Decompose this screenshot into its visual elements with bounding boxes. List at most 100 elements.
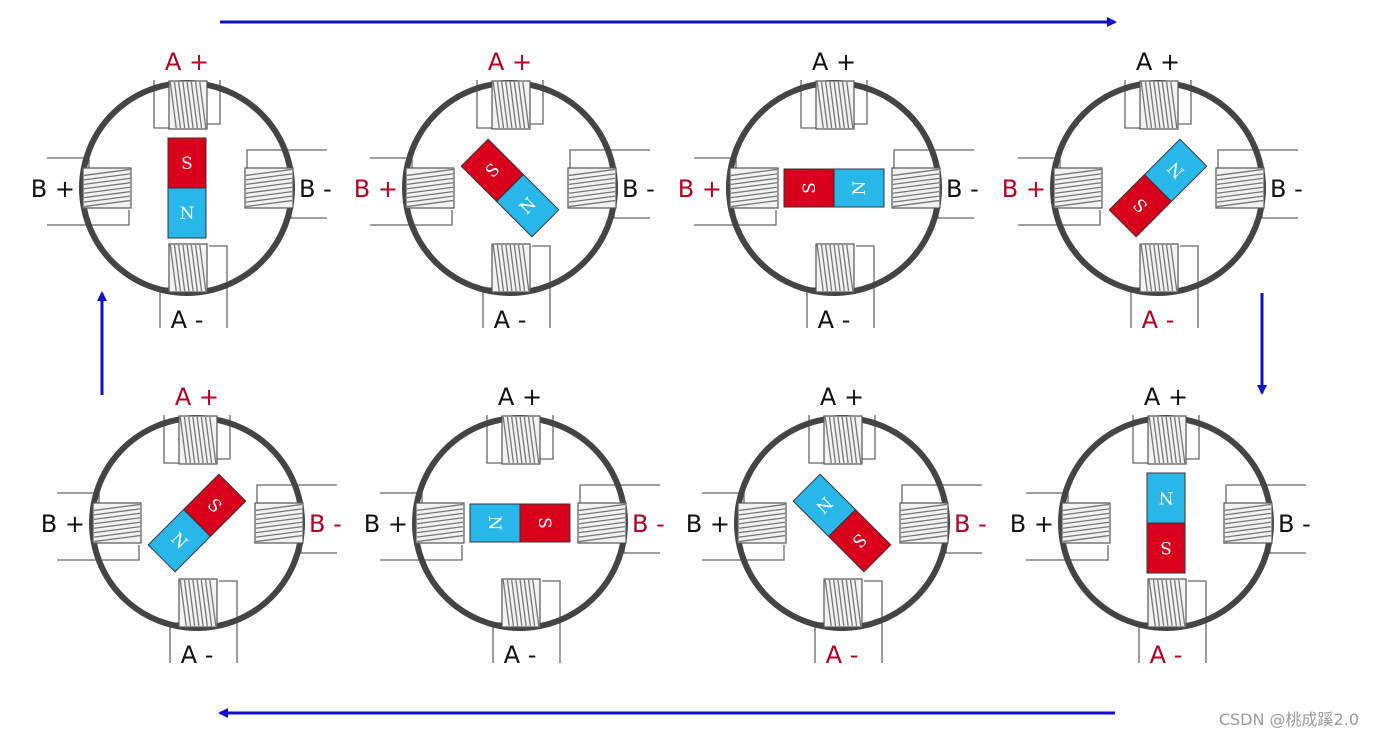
- rotor-magnet: SN: [460, 138, 560, 238]
- coil-bottom: [501, 578, 541, 628]
- coil-bottom: [168, 243, 208, 293]
- wire-bottom-right: [532, 245, 551, 328]
- wire-top: [1132, 415, 1152, 464]
- wire-left-bottom: [702, 545, 785, 561]
- coil-top: [491, 80, 531, 130]
- coil-left: [1053, 167, 1103, 209]
- wire-top-right: [1186, 415, 1200, 460]
- magnet-south-label: S: [181, 154, 193, 174]
- wire-bottom-right: [1180, 245, 1199, 328]
- wire-left-bottom: [47, 210, 130, 226]
- coil-left: [729, 167, 779, 209]
- wire-bottom-right: [864, 580, 883, 663]
- wire-top-right: [1178, 80, 1192, 125]
- motor-step-6: SNA +A -B +B -: [686, 383, 987, 669]
- wire-top: [808, 415, 828, 464]
- wire-top: [153, 80, 173, 129]
- coil-right: [891, 167, 941, 209]
- coil-top: [1139, 80, 1179, 130]
- label-a-minus: A -: [504, 641, 537, 669]
- magnet-north: [167, 187, 207, 239]
- coil-bottom: [815, 243, 855, 293]
- motor-step-5: SNA +A -B +B -: [1010, 383, 1311, 669]
- wire-right-bottom: [290, 210, 327, 219]
- label-a-plus: A +: [812, 48, 856, 76]
- coil-bottom: [1139, 243, 1179, 293]
- motor-step-7: SNA +A -B +B -: [364, 383, 665, 669]
- wire-top: [163, 415, 183, 464]
- label-b-plus: B +: [1002, 175, 1046, 203]
- coil-top: [815, 80, 855, 130]
- coil-top: [168, 80, 208, 130]
- coil-right: [577, 502, 627, 544]
- wire-bottom-right: [219, 580, 238, 663]
- wire-bottom-right: [209, 245, 228, 328]
- sequence-arrows: [97, 17, 1267, 718]
- coil-top: [823, 415, 863, 465]
- coil-right: [899, 502, 949, 544]
- wire-left-bottom: [57, 545, 140, 561]
- wire-top-right: [217, 415, 231, 460]
- coil-bottom: [823, 578, 863, 628]
- wire-right: [246, 149, 327, 168]
- wire-top: [486, 415, 506, 464]
- rotor-magnet: SN: [147, 473, 247, 573]
- magnet-north-label: N: [850, 180, 870, 195]
- magnet-south-label: S: [1160, 537, 1172, 557]
- label-a-plus: A +: [1136, 48, 1180, 76]
- coil-bottom: [1147, 578, 1187, 628]
- wire-left-bottom: [1026, 545, 1109, 561]
- label-a-plus: A +: [175, 383, 219, 411]
- label-b-minus: B -: [299, 175, 332, 203]
- wire-left-bottom: [1018, 210, 1101, 226]
- label-b-minus: B -: [1278, 510, 1311, 538]
- label-b-plus: B +: [364, 510, 408, 538]
- magnet-south-label: S: [800, 182, 820, 194]
- coil-right: [1223, 502, 1273, 544]
- label-b-minus: B -: [954, 510, 987, 538]
- rotor-magnet: SN: [167, 137, 207, 239]
- coil-left: [737, 502, 787, 544]
- wire-right-bottom: [1261, 210, 1298, 219]
- coil-top: [178, 415, 218, 465]
- wire-bottom-right: [542, 580, 561, 663]
- label-a-minus: A -: [826, 641, 859, 669]
- label-b-plus: B +: [686, 510, 730, 538]
- label-a-minus: A -: [494, 306, 527, 334]
- label-a-minus: A -: [171, 306, 204, 334]
- motor-step-2: SNA +A -B +B -: [354, 48, 655, 334]
- label-b-plus: B +: [354, 175, 398, 203]
- label-a-plus: A +: [488, 48, 532, 76]
- label-a-plus: A +: [165, 48, 209, 76]
- coil-bottom: [491, 243, 531, 293]
- wire-left-bottom: [694, 210, 777, 226]
- wire-left-bottom: [380, 545, 463, 561]
- wire-right: [893, 149, 974, 168]
- label-b-plus: B +: [1010, 510, 1054, 538]
- motor-step-1: SNA +A -B +B -: [31, 48, 332, 334]
- watermark: CSDN @桃成蹊2.0: [1218, 710, 1359, 729]
- coil-left: [405, 167, 455, 209]
- magnet-north: [792, 473, 857, 538]
- wire-right: [569, 149, 650, 168]
- coil-left: [82, 167, 132, 209]
- magnet-north-label: N: [180, 204, 195, 224]
- coil-right: [254, 502, 304, 544]
- magnet-south-label: S: [534, 517, 554, 529]
- coil-left: [415, 502, 465, 544]
- magnet-north: [1146, 472, 1186, 524]
- wire-right: [256, 484, 337, 503]
- coil-right: [567, 167, 617, 209]
- wire-right-bottom: [613, 210, 650, 219]
- magnet-south: [167, 137, 207, 189]
- magnet-north: [833, 168, 885, 208]
- magnet-north: [495, 173, 560, 238]
- wire-right-bottom: [945, 545, 982, 554]
- wire-top-right: [530, 80, 544, 125]
- magnet-north: [147, 508, 212, 573]
- label-a-plus: A +: [820, 383, 864, 411]
- wire-bottom-right: [856, 245, 875, 328]
- rotor-magnet: SN: [1108, 138, 1208, 238]
